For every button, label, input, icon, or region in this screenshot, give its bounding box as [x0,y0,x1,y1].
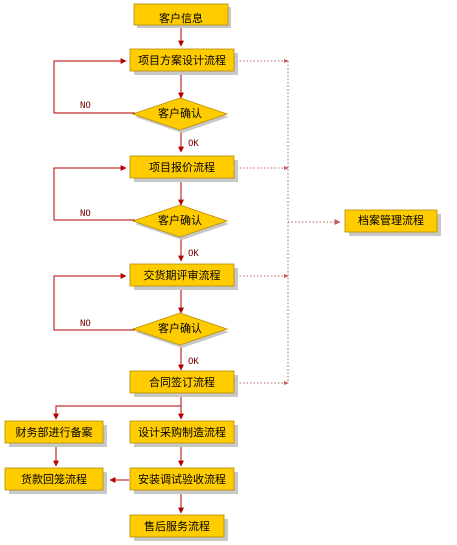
loop-no-2 [53,165,135,221]
node-delivery-review: 交货期评审流程 [144,268,221,282]
diamond-confirm1: 客户确认 [131,97,229,133]
solid-connectors [53,26,184,514]
node-finance: 财务部进行备案 [16,425,93,439]
label-no-2: NO [80,209,91,219]
node-customer-info: 客户信息 [159,11,203,25]
node-after-sales: 售后服务流程 [144,519,210,533]
box-design-purchase: 设计采购制造流程 [129,420,238,447]
label-ok-3: OK [188,357,199,367]
diamond-confirm3: 客户确认 [131,312,229,348]
arrow-contract-to-finance [53,405,181,420]
node-confirm2: 客户确认 [158,213,202,227]
node-payment: 货款回笼流程 [21,472,87,486]
node-project-quote: 项目报价流程 [149,160,215,174]
dotted-connectors [236,60,341,384]
dotted-arrowheads [284,59,289,385]
box-customer-info: 客户信息 [133,3,231,28]
box-install: 安装调试验收流程 [129,467,238,494]
node-archive: 档案管理流程 [358,213,424,227]
node-confirm1: 客户确认 [158,106,202,120]
node-design-purchase: 设计采购制造流程 [138,425,226,439]
box-project-design: 项目方案设计流程 [129,48,238,75]
box-contract: 合同签订流程 [129,370,238,397]
label-ok-2: OK [188,249,199,259]
node-install: 安装调试验收流程 [138,472,226,486]
box-delivery-review: 交货期评审流程 [129,263,238,290]
node-confirm3: 客户确认 [158,321,202,335]
box-finance: 财务部进行备案 [4,420,107,447]
box-after-sales: 售后服务流程 [129,514,228,541]
box-payment: 货款回笼流程 [4,467,107,494]
diamond-confirm2: 客户确认 [131,204,229,240]
box-project-quote: 项目报价流程 [129,155,238,182]
node-contract: 合同签订流程 [149,375,215,389]
loop-no-1 [53,58,135,114]
label-no-1: NO [80,101,91,111]
node-project-design: 项目方案设计流程 [138,53,226,67]
box-archive: 档案管理流程 [344,209,441,236]
label-no-3: NO [80,319,91,329]
label-ok-1: OK [188,139,199,149]
loop-no-3 [53,273,135,331]
